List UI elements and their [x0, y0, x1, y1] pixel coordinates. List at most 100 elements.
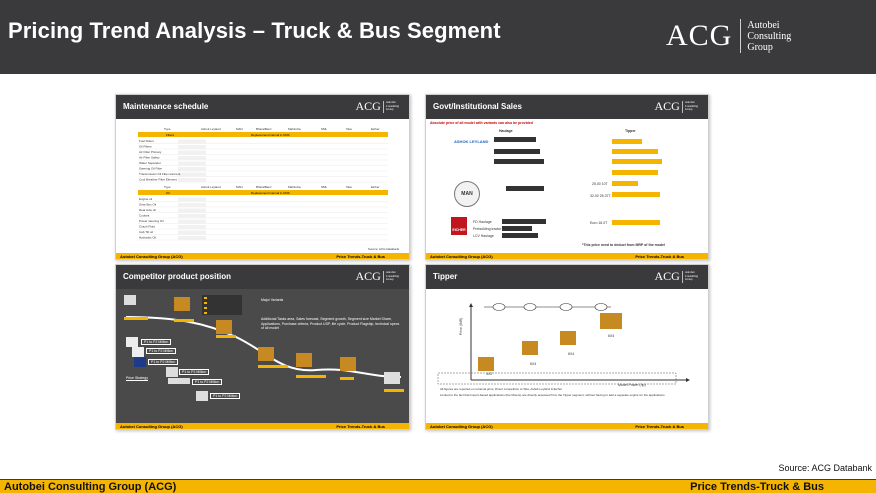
footer-right: Price Trends-Truck & Bus: [336, 253, 385, 259]
tipper-label: Euro 16.0T: [590, 221, 608, 225]
eicher-label: FD Haulage: [473, 220, 492, 224]
table-cell: [178, 161, 206, 166]
model-label: 6X4: [608, 334, 615, 338]
logo-line: Group: [747, 41, 773, 53]
table-row: Steering Oil Filter: [139, 167, 162, 171]
table-cell: [178, 167, 206, 171]
thumbnail-footer: Autobei Consulting Group (ACG) Price Tre…: [116, 253, 409, 259]
tipper-note: Limited to the fact that Import-based ap…: [440, 393, 665, 397]
thumbnail-footer: Autobei Consulting Group (ACG) Price Tre…: [116, 423, 409, 429]
footer-right: Price Trends-Truck & Bus: [336, 423, 385, 429]
price-label: P1 to P2 Million: [146, 348, 177, 354]
logo-mark: ACG: [355, 99, 381, 113]
section-label: Filters: [166, 133, 175, 137]
brand-logo-icon: [134, 357, 146, 367]
footer-right: Price Trends-Truck & Bus: [690, 481, 824, 493]
col-header: MAN: [236, 185, 243, 189]
table-row: Engine oil: [139, 197, 153, 201]
footer-left: Autobei Consulting Group (ACG): [430, 423, 493, 429]
logo-mark: ACG: [355, 269, 381, 283]
table-row: Air Filter Primary: [139, 150, 162, 154]
col-header: Mahindra: [288, 127, 301, 131]
price-label: P1 to P2 Million: [148, 359, 179, 365]
source-note: Source: ACG Databank: [778, 463, 872, 473]
major-variants: Major Variants: [261, 298, 284, 302]
logo-mark: ACG: [666, 19, 733, 52]
brand-logo-icon: [132, 347, 144, 357]
table-row: Oil Filters: [139, 145, 152, 149]
footer-left: Autobei Consulting Group (ACG): [120, 253, 183, 259]
table-row: Coolant: [139, 214, 150, 218]
table-row: Cool Breather Filter Element: [139, 178, 177, 182]
eicher-label: LCV Haulage: [473, 234, 494, 238]
model-label: 6X4: [568, 352, 575, 356]
competitor-description: Additional Tasks area, Sales forecast, S…: [261, 317, 400, 330]
thumbnail-title: Competitor product position: [123, 272, 231, 281]
price-strategy: Price Strategy: [126, 376, 148, 380]
table-cell: [178, 156, 206, 160]
header-bar: Pricing Trend Analysis – Truck & Bus Seg…: [0, 0, 876, 74]
logo-line: Autobei: [747, 19, 780, 31]
brand-logo-icon: [126, 337, 138, 347]
col-haulage: Haulage: [499, 129, 513, 133]
tipper-bar: [612, 170, 658, 175]
table-cell: [178, 208, 206, 213]
model-label: 6X4: [530, 362, 537, 366]
tipper-bar: [612, 159, 662, 164]
eicher-label: Prebuilding tractor: [473, 227, 502, 231]
thumbnail-title: Maintenance schedule: [123, 102, 209, 111]
col-header: Tata: [346, 127, 352, 131]
thumbnail-footer: Autobei Consulting Group (ACG) Price Tre…: [426, 423, 708, 429]
brand-eicher: EICHER: [452, 228, 466, 232]
logo-line: Consulting: [747, 30, 792, 42]
col-header: Ashok Leyland: [201, 127, 221, 131]
table-cell: [178, 236, 206, 240]
thumbnail-title: Govt/Institutional Sales: [433, 102, 522, 111]
eicher-logo-icon: EICHER: [451, 217, 467, 235]
table-cell: [178, 219, 206, 224]
thumbnail-footer: Autobei Consulting Group (ACG) Price Tre…: [426, 253, 708, 259]
table-cell: [178, 230, 206, 235]
table-cell: [178, 172, 206, 177]
section-header: Replacement interval in KMS: [251, 191, 290, 195]
table-row: Air Filter Safety: [139, 156, 160, 160]
col-header: Eicher: [371, 185, 380, 189]
price-label: P1 to P2 Million: [210, 393, 241, 399]
footer-right: Price Trends-Truck & Bus: [635, 253, 684, 259]
tipper-bar: [612, 220, 660, 225]
price-label: P1 to P2 Million: [141, 339, 172, 345]
footer-bar: Autobei Consulting Group (ACG) Price Tre…: [0, 479, 876, 493]
brand-man: MAN: [461, 191, 473, 197]
col-header: SML: [321, 185, 328, 189]
position-curve: [124, 295, 404, 392]
haulage-bar: [502, 219, 546, 224]
tipper-label: 25.00 10T: [592, 182, 608, 186]
table-cell: [178, 225, 206, 229]
thumbnail-title: Tipper: [433, 272, 458, 281]
col-header: MAN: [236, 127, 243, 131]
tipper-label: 32.00 25.37T: [590, 194, 611, 198]
table-row: Transmission Oil Filter element: [139, 172, 180, 176]
price-label: P1 to P2 Million: [179, 369, 210, 375]
table-row: Gear Box Oil: [139, 203, 157, 207]
govt-subtitle: Absolute price of all model with variant…: [430, 121, 533, 125]
haulage-bar: [502, 233, 538, 238]
col-header: SML: [321, 127, 328, 131]
tipper-bar: [612, 192, 660, 197]
col-header: Type: [164, 127, 171, 131]
govt-note: *This price need to deduct from MRP of t…: [582, 243, 665, 247]
table-row: Rear Axle oil: [139, 208, 156, 212]
col-tipper: Tipper: [625, 129, 636, 133]
table-cell: [178, 197, 206, 202]
tipper-bar: [612, 181, 638, 186]
